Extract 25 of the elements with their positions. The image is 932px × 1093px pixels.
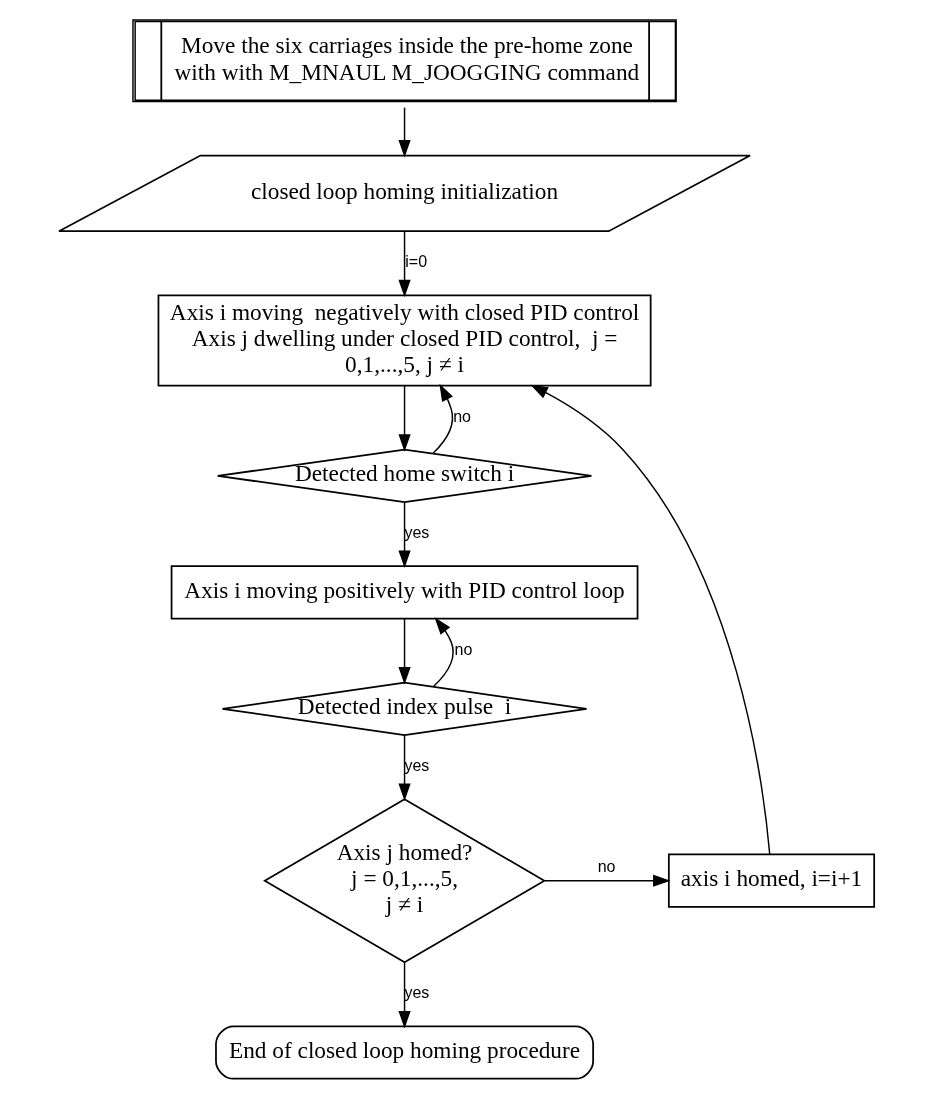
- edge-label: no: [597, 857, 615, 875]
- edge-label: yes: [403, 524, 429, 542]
- arrow: [432, 617, 454, 688]
- edge-label: yes: [403, 757, 429, 775]
- arrow: [397, 961, 411, 1029]
- arrow: [431, 383, 453, 455]
- edge-label: no: [454, 640, 472, 658]
- arrow: [529, 384, 770, 856]
- node-box: Axis i moving negatively with closed PID control Axis j dwelling under closed PID control, j = 0,1,...,5, j ≠ i: [157, 294, 652, 387]
- edge-label: yes: [403, 984, 429, 1002]
- arrow: [397, 106, 411, 158]
- arrow: [397, 734, 411, 802]
- node-box: axis i homed, i=i+1: [667, 853, 875, 908]
- edge-label: no: [452, 407, 471, 425]
- node-box: End of closed loop homing procedure: [214, 1025, 594, 1080]
- arrow: [397, 230, 411, 298]
- edge-label: i=0: [404, 253, 427, 271]
- arrow: [397, 501, 411, 568]
- node-diamond: Detected index pulse i: [221, 681, 587, 736]
- node-diamond: Detected home switch i: [216, 448, 592, 503]
- arrow: [397, 384, 411, 452]
- node-box: Axis i moving positively with PID control loop: [170, 565, 638, 620]
- arrow: [397, 618, 411, 685]
- node-diamond: Axis j homed? j = 0,1,...,5, j ≠ i: [262, 798, 546, 964]
- arrow: [543, 874, 671, 887]
